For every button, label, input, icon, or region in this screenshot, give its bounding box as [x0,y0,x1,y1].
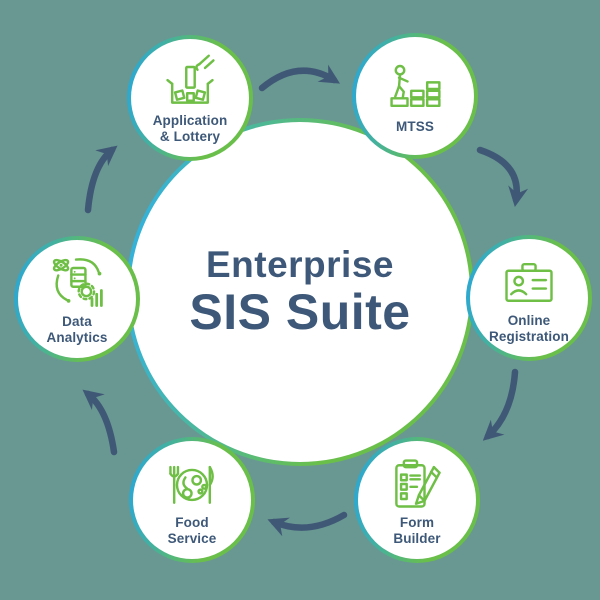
clipboard-pencil-icon [387,454,447,514]
arrow-online-registration-to-form-builder [482,368,519,441]
node-form-builder: Form Builder [354,437,480,563]
arrow-mtss-to-online-registration [476,146,529,207]
id-card-icon [499,252,559,312]
person-steps-icon [385,58,445,118]
hub-title-line1: Enterprise [205,244,394,286]
arrow-food-service-to-data-analytics [82,389,118,456]
node-label-food-service: Food Service [167,514,217,546]
node-label-form-builder: Form Builder [393,514,441,546]
node-label-application-lottery: Application & Lottery [152,112,228,144]
hub-title-line2: SIS Suite [189,284,411,341]
node-data-analytics: Data Analytics [14,236,140,362]
hub-circle: Enterprise SIS Suite [126,118,474,466]
arrow-data-analytics-to-application [84,145,118,214]
data-analytics-icon [47,253,107,313]
node-mtss: MTSS [352,33,478,159]
node-label-mtss: MTSS [396,118,434,134]
lottery-hand-icon [160,52,220,112]
node-application-lottery: Application & Lottery [127,35,253,161]
hub-content: Enterprise SIS Suite [130,122,470,462]
arrow-form-builder-to-food-service [267,511,348,537]
arrow-application-to-mtss [258,64,341,92]
node-label-online-registration: Online Registration [489,312,569,344]
node-label-data-analytics: Data Analytics [46,313,108,345]
meal-plate-icon [162,454,222,514]
node-food-service: Food Service [129,437,255,563]
node-online-registration: Online Registration [466,235,592,361]
